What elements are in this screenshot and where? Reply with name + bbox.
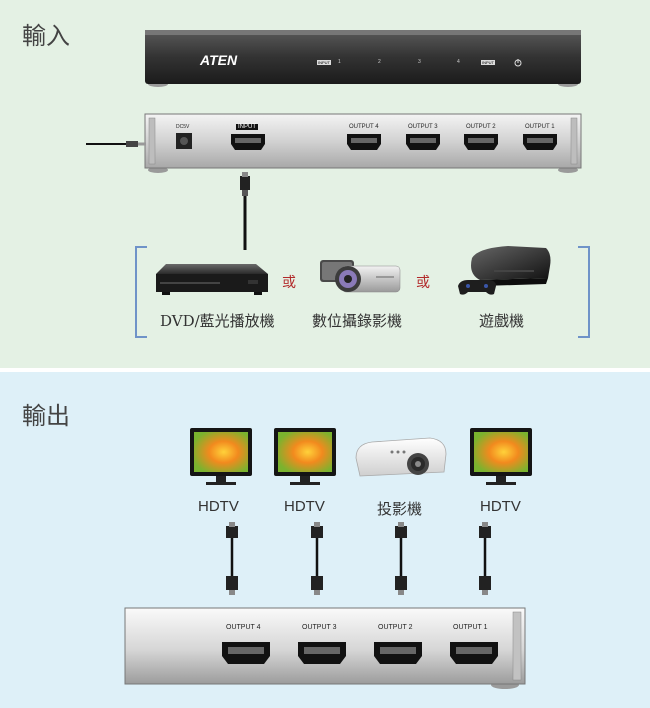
hdmi-port-output-1	[523, 134, 557, 150]
output-devices-row	[124, 428, 532, 689]
source-bracket-left	[135, 246, 147, 338]
power-icon	[514, 59, 522, 67]
hdmi-port-output-3	[406, 134, 440, 150]
output3-port-label: OUTPUT 3	[408, 124, 438, 130]
switch-back-view	[86, 113, 582, 250]
display-label-3: 投影機	[377, 500, 423, 518]
port-number-1: 1	[338, 59, 341, 65]
power-port-label: DC5V	[176, 124, 190, 130]
output1-port-label: OUTPUT 1	[525, 124, 555, 130]
display-label-4: HDTV	[480, 498, 521, 515]
brand-logo: ATEN	[200, 52, 238, 68]
hdmi-cable-3	[395, 522, 407, 595]
hdmi-port-input	[231, 134, 265, 150]
display-label-2: HDTV	[284, 498, 325, 515]
port-number-3: 3	[418, 59, 421, 65]
switch-front-view	[145, 30, 581, 87]
hdtv-icon	[470, 428, 532, 485]
source-label-camcorder: 數位攝錄影機	[312, 312, 403, 330]
hdmi-cable-4	[479, 522, 491, 595]
source-label-console: 遊戲機	[479, 312, 525, 330]
port-number-2: 2	[378, 59, 381, 65]
hdtv-icon	[274, 428, 336, 485]
camcorder-icon	[320, 260, 401, 293]
front-input-tag-right: INPUT	[481, 60, 495, 65]
output2-label-enlarged: OUTPUT 2	[378, 624, 413, 631]
switch-back-enlarged	[124, 607, 526, 689]
display-label-1: HDTV	[198, 498, 239, 515]
port-number-4: 4	[457, 59, 460, 65]
input-heading: 輸入	[22, 22, 70, 50]
output4-label-enlarged: OUTPUT 4	[226, 624, 261, 631]
output4-port-label: OUTPUT 4	[349, 124, 379, 130]
hdtv-icon	[190, 428, 252, 485]
output3-label-enlarged: OUTPUT 3	[302, 624, 337, 631]
dvd-player-icon	[156, 264, 268, 295]
separator-or-1: 或	[282, 275, 296, 291]
output-heading: 輸出	[22, 402, 70, 430]
source-bracket-right	[578, 246, 590, 338]
input-hdmi-cable	[240, 172, 250, 250]
output2-port-label: OUTPUT 2	[466, 124, 496, 130]
hdmi-cable-1	[226, 522, 238, 595]
gamepad-icon	[458, 280, 496, 295]
front-input-tag: INPUT	[317, 60, 331, 65]
output-panel: 輸出	[0, 372, 650, 708]
hdmi-port-output-2	[464, 134, 498, 150]
hdmi-cable-2	[311, 522, 323, 595]
source-label-dvd: DVD/藍光播放機	[160, 312, 275, 330]
projector-icon	[355, 437, 447, 477]
hdmi-port-output-4	[347, 134, 381, 150]
game-console-icon	[458, 246, 551, 295]
input-panel: 輸入 ATEN INPUT 1 2 3 4 INPUT	[0, 0, 650, 368]
output1-label-enlarged: OUTPUT 1	[453, 624, 488, 631]
input-port-label: INPUT	[236, 124, 258, 130]
separator-or-2: 或	[416, 275, 430, 291]
